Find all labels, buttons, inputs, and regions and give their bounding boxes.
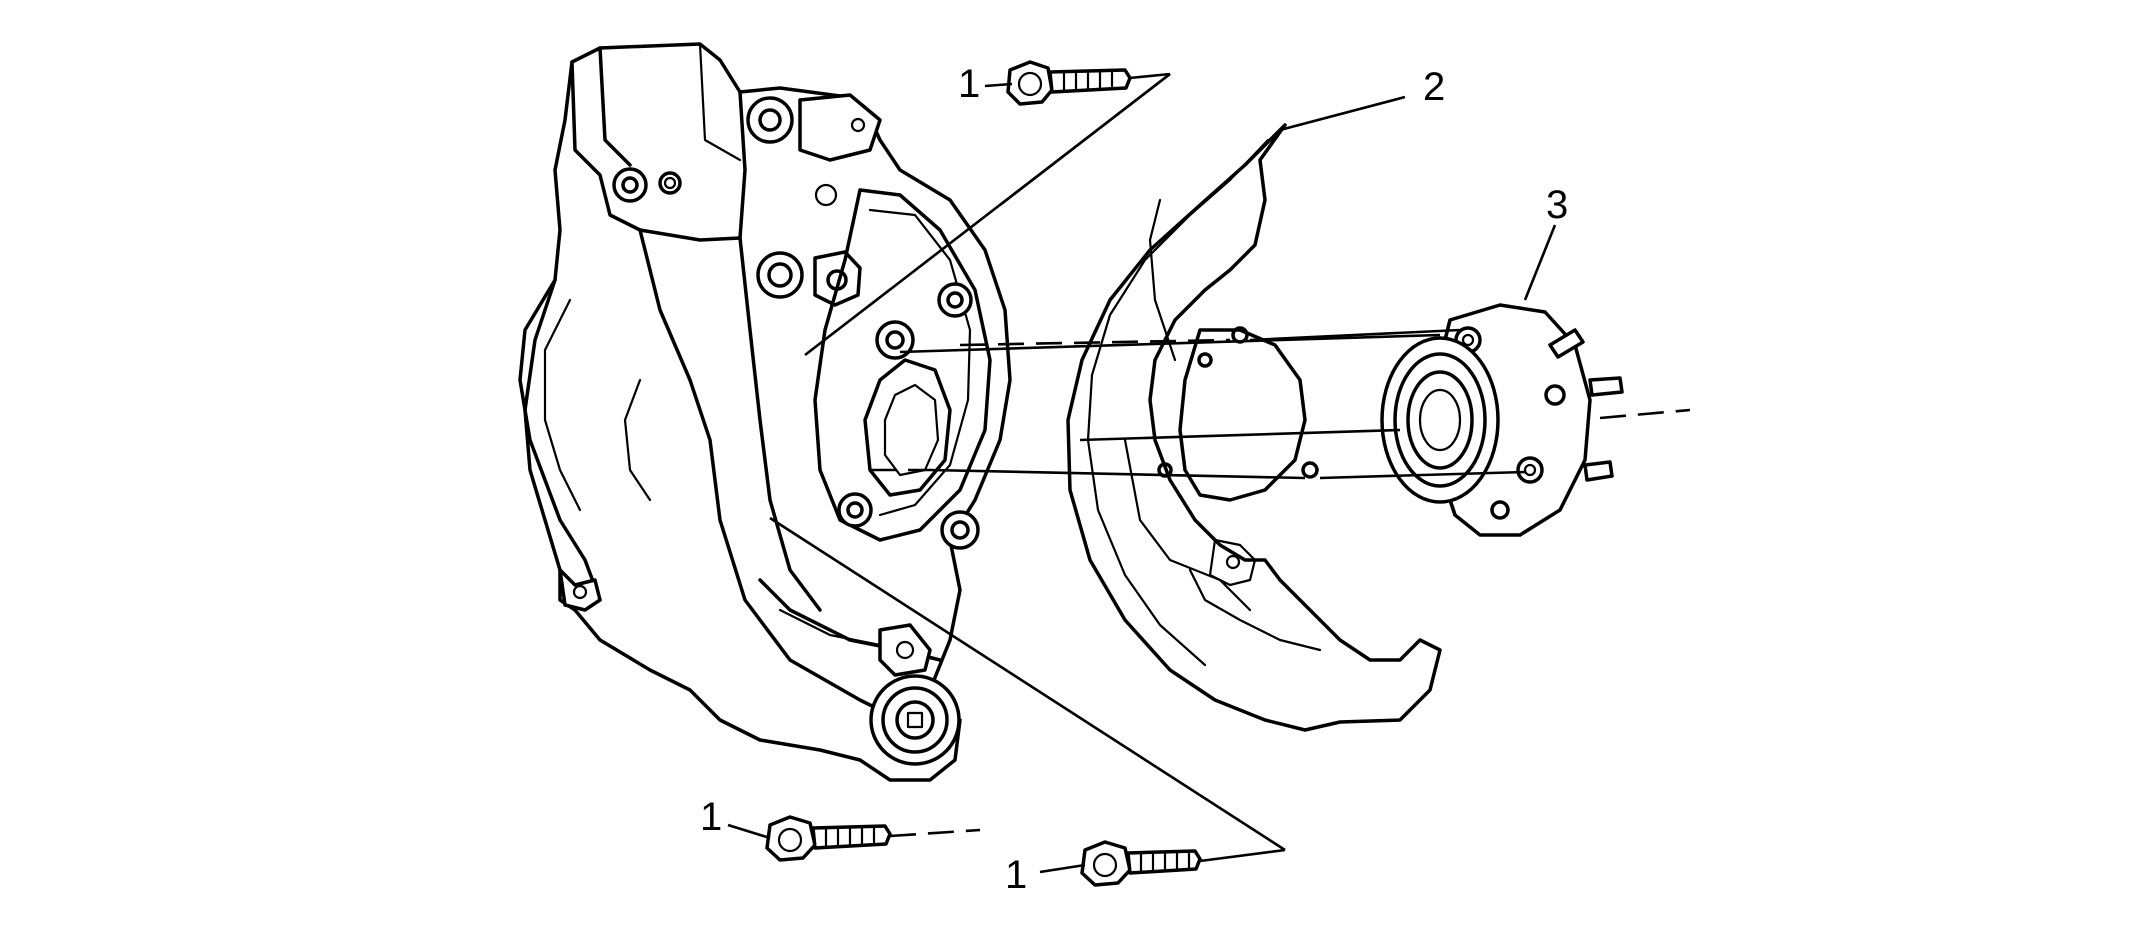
bolt-icon [765,815,892,862]
steering-knuckle-icon [518,42,1012,782]
bolt-icon [1006,60,1132,106]
brake-shield-icon [1066,123,1442,732]
callout-label-1-top: 1 [958,62,980,106]
wheel-hub-bearing-icon [1380,303,1624,537]
callout-label-1-bottom-left: 1 [700,795,722,839]
callout-label-2: 2 [1423,65,1445,109]
bolt-icon [1080,840,1202,887]
callout-label-1-bottom-right: 1 [1005,853,1027,897]
callout-label-3: 3 [1546,183,1568,227]
assembly-lines [727,72,1691,874]
